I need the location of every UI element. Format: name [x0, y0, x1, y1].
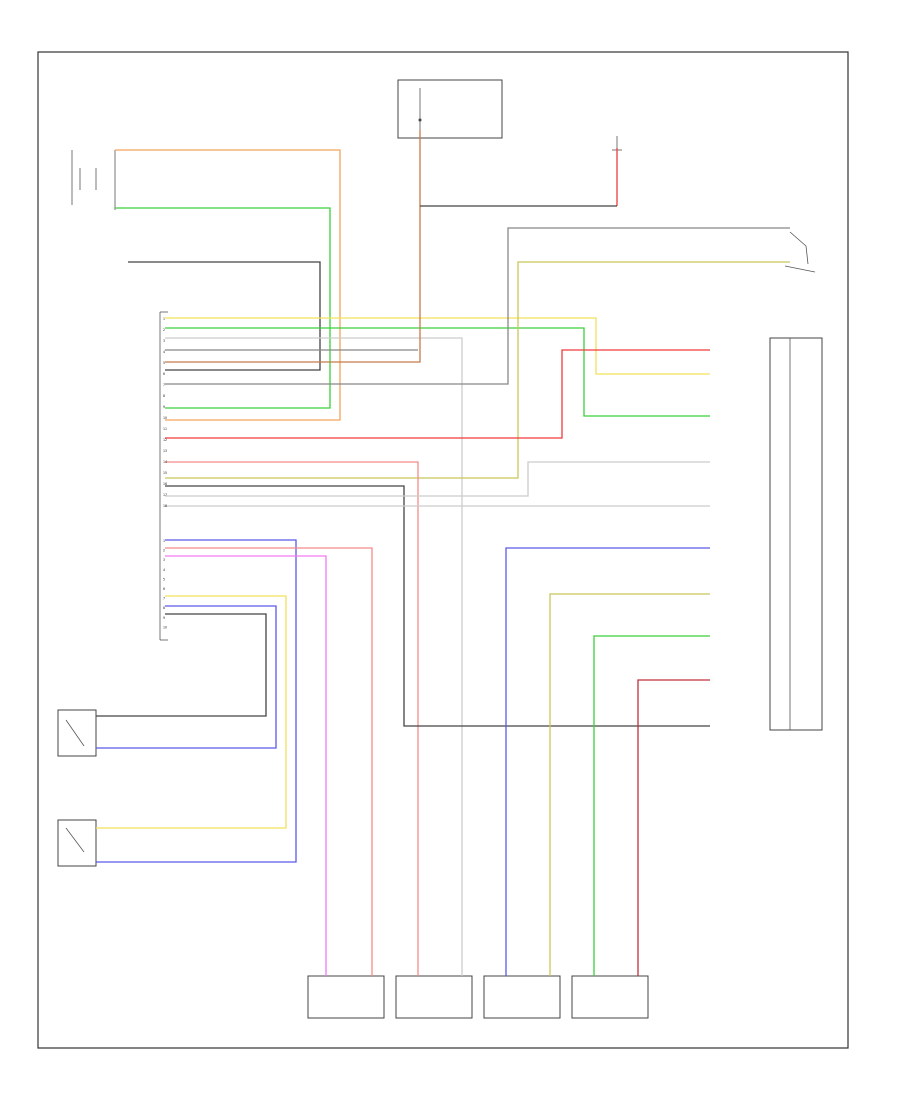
door-switch: [71, 150, 116, 210]
wire-layer: [96, 130, 790, 976]
wire-yellow: [96, 595, 287, 829]
module-pin-number: 1: [163, 539, 165, 543]
module-pin-number: 5: [163, 361, 165, 365]
module-pin-number: 16: [163, 482, 167, 486]
wire-salmon: [165, 461, 419, 976]
wire-dark: [165, 485, 710, 727]
wire-yellow: [165, 317, 710, 375]
wire-dark: [96, 613, 267, 717]
module-pin-number: 12: [163, 438, 167, 442]
module-pin-number: 9: [163, 616, 165, 620]
module-pin-number: 5: [163, 577, 165, 581]
relay-box: [612, 136, 622, 151]
module-pin-number: 17: [163, 493, 167, 497]
wire-brown: [165, 130, 421, 363]
module-pin-number: 18: [163, 504, 167, 508]
module-pin-number: 11: [163, 427, 167, 431]
wire-green: [115, 207, 331, 409]
module-pin-number: 7: [163, 597, 165, 601]
diagram-frame: [37, 51, 849, 1049]
wire-olive: [549, 593, 710, 976]
wire-dark: [128, 261, 321, 371]
fuse-block: [397, 79, 503, 139]
wire-blue: [96, 605, 277, 749]
bottom-sensor-4: [571, 975, 649, 1019]
module-pin-number: 13: [163, 449, 167, 453]
wire-darkred: [637, 679, 710, 976]
module-pin-number: 4: [163, 568, 165, 572]
wire-salmon: [165, 547, 373, 976]
module-pin-number: 9: [163, 405, 165, 409]
wire-blue: [96, 539, 297, 863]
classification-module: [769, 337, 823, 731]
bottom-sensor-1: [307, 975, 385, 1019]
module-pin-number: 4: [163, 350, 165, 354]
wire-red: [165, 349, 710, 439]
wire-green: [593, 635, 710, 976]
control-module: [159, 311, 168, 641]
module-pin-number: 7: [163, 383, 165, 387]
module-pin-number: 8: [163, 606, 165, 610]
module-pin-number: 6: [163, 587, 165, 591]
module-pin-number: 6: [163, 372, 165, 376]
module-pin-number: 3: [163, 558, 165, 562]
module-pin-number: 10: [163, 416, 167, 420]
module-pin-number: 14: [163, 460, 167, 464]
wire-lightgray: [165, 461, 710, 497]
bottom-sensor-3: [483, 975, 561, 1019]
module-pin-number: 10: [163, 625, 167, 629]
wire-green: [165, 327, 710, 417]
wire-gray: [165, 227, 790, 385]
module-pin-number: 15: [163, 471, 167, 475]
module-pin-number: 2: [163, 549, 165, 553]
wire-olive: [165, 261, 790, 479]
module-pin-number: 8: [163, 394, 165, 398]
module-pin-number: 1: [163, 317, 165, 321]
bottom-sensor-2: [395, 975, 473, 1019]
seat-switch-upper: [57, 709, 97, 757]
module-pin-number: 3: [163, 339, 165, 343]
wire-blue: [505, 547, 710, 976]
position-sensor: [784, 231, 816, 273]
wire-orange: [115, 149, 341, 421]
wire-pink: [165, 555, 327, 976]
wire-lightgray: [165, 337, 463, 976]
module-pin-number: 2: [163, 328, 165, 332]
seat-switch-lower: [57, 819, 97, 867]
